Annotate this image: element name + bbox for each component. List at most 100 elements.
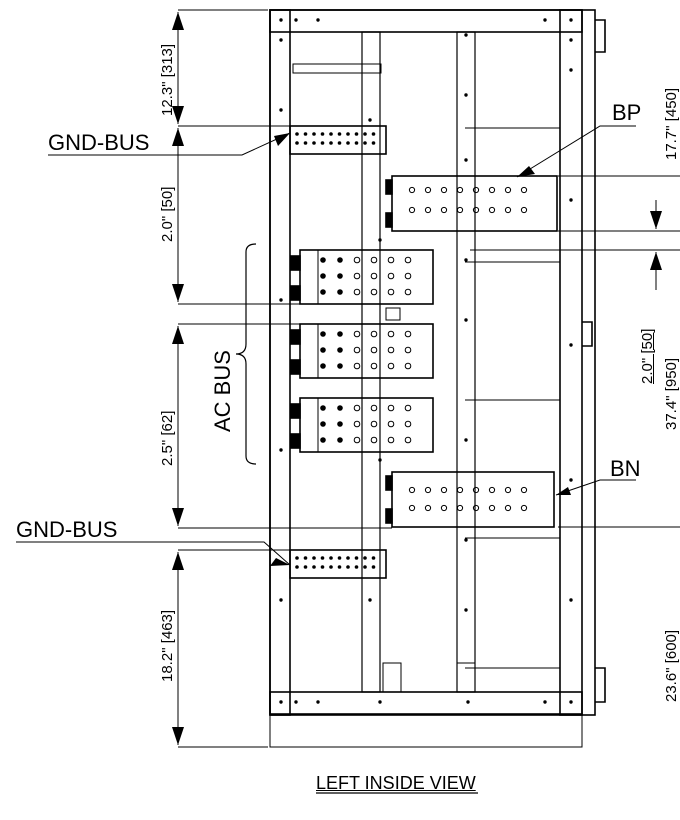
frame-fastener bbox=[279, 700, 283, 704]
bn-bolt-hole bbox=[440, 504, 448, 512]
gnd-bus-top-hole bbox=[303, 132, 308, 136]
gnd-bus-bottom-label: GND-BUS bbox=[16, 517, 118, 542]
ac-bus-hole bbox=[387, 346, 395, 354]
ac-bus-hole bbox=[370, 330, 378, 338]
bp-insulator-top bbox=[385, 179, 393, 195]
gnd-bus-bottom-bar bbox=[289, 549, 387, 579]
gnd-bus-top-hole bbox=[329, 132, 333, 136]
ac-bus-hole bbox=[353, 346, 361, 354]
gnd-bus-top-hole bbox=[312, 132, 316, 136]
ac-bus-hole bbox=[404, 272, 412, 280]
arrowhead bbox=[172, 128, 184, 146]
ac-bus-hole bbox=[337, 347, 343, 353]
gnd-bus-bottom-hole bbox=[346, 565, 350, 569]
gnd-bus-bottom-hole bbox=[312, 565, 316, 569]
arrowhead bbox=[172, 508, 184, 526]
ac-bus-bar-1 bbox=[299, 249, 434, 305]
mid-hinge bbox=[582, 321, 593, 347]
ac-bus-brace bbox=[235, 243, 257, 465]
frame-fastener bbox=[279, 38, 283, 42]
dim-gnd-to-ac: 2.0" [50] bbox=[159, 186, 176, 242]
gnd-bus-top-hole bbox=[346, 132, 350, 136]
dim-right-top: 17.7" [450] bbox=[663, 87, 680, 160]
dim-ac-span: 2.5" [62] bbox=[159, 410, 176, 466]
frame-fastener bbox=[378, 238, 382, 242]
gnd-bus-bottom-hole bbox=[363, 556, 367, 560]
frame-fastener bbox=[464, 93, 468, 97]
top-bracket bbox=[292, 63, 382, 74]
ac-insulator-2a bbox=[290, 329, 301, 345]
bp-bus-bar bbox=[391, 175, 558, 232]
arrowhead bbox=[172, 284, 184, 302]
bp-bolt-hole bbox=[504, 186, 512, 194]
bn-bolt-hole bbox=[440, 486, 448, 494]
ac-bus-hole bbox=[387, 288, 395, 296]
inner-rail-1 bbox=[361, 31, 381, 693]
bn-bolt-hole bbox=[472, 486, 480, 494]
frame-fastener bbox=[279, 108, 283, 112]
arrowhead bbox=[172, 12, 184, 30]
gnd-bus-top-hole bbox=[354, 132, 359, 136]
ac-bus-hole bbox=[337, 437, 343, 443]
ac-bus-hole bbox=[337, 331, 343, 337]
bp-bolt-hole bbox=[408, 186, 416, 194]
frame-fastener bbox=[569, 38, 573, 42]
ac-bus-hole bbox=[320, 289, 326, 295]
lower-mount-2 bbox=[456, 662, 476, 693]
arrowhead bbox=[172, 326, 184, 344]
ac-bus-hole bbox=[337, 289, 343, 295]
ac-bus-hole bbox=[353, 420, 361, 428]
ac-bus-hole bbox=[370, 346, 378, 354]
frame-fastener bbox=[279, 18, 283, 22]
leader-gnd-bus-bottom bbox=[16, 541, 291, 566]
frame-fastener bbox=[378, 458, 382, 462]
dim-top-gnd-offset: 12.3" [313] bbox=[159, 43, 176, 116]
arrowhead bbox=[650, 252, 662, 270]
frame-fastener bbox=[569, 700, 573, 704]
frame-fastener bbox=[569, 18, 573, 22]
ac-bus-hole bbox=[404, 346, 412, 354]
bn-bolt-hole bbox=[488, 486, 496, 494]
gnd-bus-top-hole bbox=[371, 132, 376, 136]
ac-bus-hole bbox=[320, 331, 326, 337]
frame-fastener bbox=[569, 198, 573, 202]
ac-bus-label: AC BUS bbox=[210, 350, 235, 432]
bp-insulator-bottom bbox=[385, 212, 393, 228]
bn-bolt-hole bbox=[424, 504, 432, 512]
ac-bus-hole bbox=[404, 330, 412, 338]
ac-bus-hole bbox=[370, 256, 378, 264]
bn-bolt-hole bbox=[504, 504, 512, 512]
frame-fastener bbox=[378, 700, 382, 704]
gnd-bus-bottom-hole bbox=[295, 565, 299, 569]
bp-bolt-hole bbox=[520, 206, 528, 214]
ac-bus-hole bbox=[404, 420, 412, 428]
dim-right-mid: 37.4" [950] bbox=[663, 357, 680, 430]
gnd-bus-top-hole bbox=[329, 141, 333, 145]
gnd-bus-bottom-hole bbox=[320, 565, 325, 569]
ac-bus-hole bbox=[370, 404, 378, 412]
bp-bolt-hole bbox=[456, 186, 464, 194]
gnd-bus-bottom-hole bbox=[329, 556, 333, 560]
ac-bus-hole bbox=[353, 256, 361, 264]
gnd-bus-top-label: GND-BUS bbox=[48, 130, 150, 155]
gnd-bus-bottom-hole bbox=[371, 556, 376, 560]
gnd-bus-top-hole bbox=[354, 141, 359, 145]
ac-bus-hole bbox=[353, 436, 361, 444]
frame-fastener bbox=[464, 33, 468, 37]
dim-right-bp-gap: 2.0" [50] bbox=[639, 328, 656, 384]
leader-gnd-bus-top bbox=[48, 132, 291, 156]
bp-bolt-hole bbox=[440, 206, 448, 214]
ac-bus-hole bbox=[320, 363, 326, 369]
dim-bottom-gnd-offset: 18.2" [463] bbox=[159, 609, 176, 682]
gnd-bus-bottom-hole bbox=[303, 565, 308, 569]
ac-bus-hole bbox=[404, 256, 412, 264]
frame-fastener bbox=[466, 700, 470, 704]
gnd-bus-top-hole bbox=[371, 141, 376, 145]
ac-bus-hole bbox=[353, 288, 361, 296]
bn-bus-bar bbox=[391, 471, 555, 528]
cabinet-shelves bbox=[465, 127, 560, 669]
gnd-bus-top-hole bbox=[363, 132, 367, 136]
bottom-rail bbox=[269, 691, 583, 715]
gnd-bus-top-hole bbox=[295, 141, 299, 145]
bn-bolt-hole bbox=[520, 504, 528, 512]
